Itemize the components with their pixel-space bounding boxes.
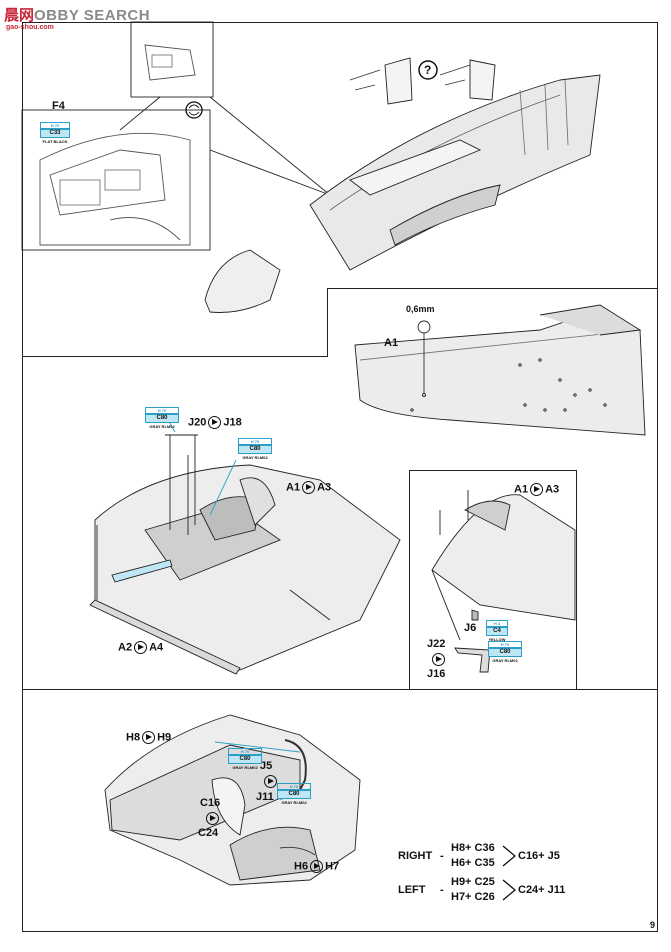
panel4-right — [576, 470, 577, 689]
question-circle — [418, 60, 438, 80]
arrow-icon — [206, 812, 219, 825]
part-label-j6: J6 — [464, 622, 477, 634]
left-recipe-dash: - — [440, 884, 444, 896]
right-recipe-dash: - — [440, 850, 444, 862]
divider-mid — [22, 689, 658, 690]
paint-callout-gray-3: H 70 C80 GRAY RLM02 — [488, 641, 522, 663]
page-number: 9 — [649, 920, 655, 930]
drill-icon — [417, 320, 431, 334]
part-label-j11: J11 — [256, 791, 274, 803]
arrow-icon — [432, 653, 445, 666]
paint-callout-gray-4: H 70 C80 GRAY RLM02 — [228, 748, 262, 770]
right-recipe-line1: H8+ C36 — [451, 842, 495, 854]
part-label-c24: C24 — [198, 827, 219, 839]
left-recipe-line1: H9+ C25 — [451, 876, 495, 888]
page-frame — [22, 22, 658, 932]
right-recipe-label: RIGHT — [398, 850, 433, 862]
cockpit-inset-box — [21, 109, 211, 251]
divider-panel2-top — [327, 288, 658, 289]
arrow-icon — [134, 641, 148, 654]
paint-callout-gray-2: H 70 C80 GRAY RLM02 — [238, 438, 272, 460]
paint-callout-flat-black: H 70 C33 FLAT BLACK — [40, 122, 70, 144]
arrow-icon — [310, 860, 324, 873]
divider-top — [22, 356, 328, 357]
part-label-j16: J16 — [427, 668, 446, 680]
divider-panel2-left — [327, 288, 328, 357]
watermark-url: gao-shou.com — [6, 24, 54, 31]
panel4-left — [409, 470, 410, 689]
rotate-icon — [185, 101, 203, 119]
drill-size-label: 0,6mm — [406, 304, 435, 314]
arrow-icon — [208, 416, 222, 429]
part-label-j22: J22 — [427, 638, 446, 650]
left-recipe-label: LEFT — [398, 884, 426, 896]
right-recipe-result: C16+ J5 — [518, 850, 560, 862]
paint-callout-yellow: H 4 C4 YELLOW — [486, 620, 508, 642]
arrow-icon — [142, 731, 156, 744]
part-label-c16: C16 — [200, 797, 221, 809]
left-recipe-line2: H7+ C26 — [451, 891, 495, 903]
left-recipe-result: C24+ J11 — [518, 884, 566, 896]
paint-callout-gray-1: H 70 C80 GRAY RLM02 — [145, 407, 179, 429]
part-label-f4: F4 — [52, 100, 65, 112]
right-recipe-line2: H6+ C35 — [451, 857, 495, 869]
watermark-logo: 晨网OBBY SEARCH — [4, 7, 151, 24]
arrow-icon — [302, 481, 316, 494]
panel4-top — [409, 470, 577, 471]
part-label-j5: J5 — [260, 760, 273, 772]
detail-inset-box — [130, 21, 214, 98]
part-label-a1: A1 — [384, 337, 399, 349]
arrow-icon — [264, 775, 277, 788]
question-mark: ? — [424, 63, 432, 77]
arrow-icon — [530, 483, 544, 496]
paint-callout-gray-5: H 70 C80 GRAY RLM02 — [277, 783, 311, 805]
